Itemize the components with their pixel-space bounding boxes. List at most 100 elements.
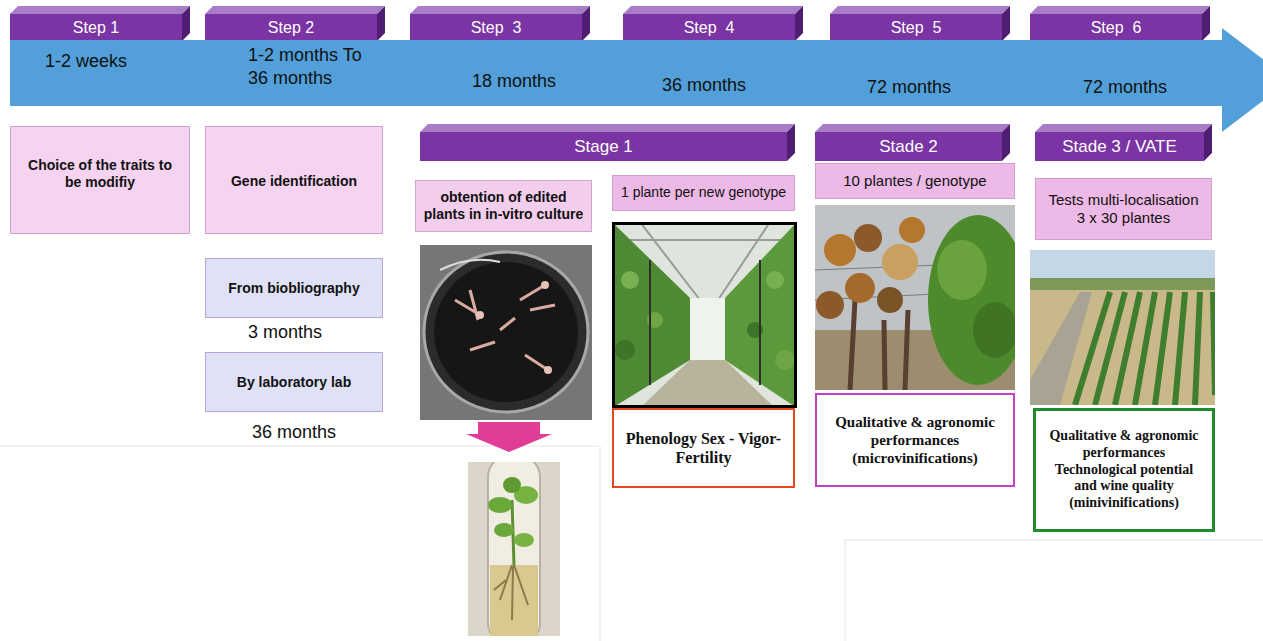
banner-text: Step 1	[73, 19, 119, 37]
sample-box: 10 plantes / genotype	[815, 163, 1015, 199]
banner-face: Stade 2	[815, 132, 1002, 161]
banner-face: Step 2	[205, 14, 377, 41]
duration-text: 72 months	[1083, 76, 1213, 99]
shape-face	[787, 124, 795, 161]
shape-face	[1202, 6, 1210, 41]
banner-text: Step 6	[1091, 19, 1142, 37]
shape-face	[815, 132, 1002, 161]
shape-face	[205, 14, 377, 41]
task-box: Choice of the traits to be modifiy	[10, 126, 190, 234]
duration-text: 18 months	[472, 70, 612, 93]
evaluation-box: Qualitative & agronomic performances (mi…	[815, 393, 1015, 487]
step-banner: Step 5	[830, 6, 1010, 41]
duration-label: 36 months	[252, 422, 336, 443]
greenhouse-photo	[690, 298, 725, 360]
greenhouse-photo	[775, 350, 795, 370]
shape-face	[1204, 124, 1212, 161]
down-arrow	[466, 422, 552, 452]
shape-face	[795, 6, 803, 41]
sample-box: Tests multi-localisation 3 x 30 plantes	[1035, 178, 1212, 240]
vineyard-photo	[899, 217, 925, 243]
vineyard-photo	[973, 302, 1015, 358]
greenhouse-photo	[614, 224, 796, 407]
method-box: By laboratory lab	[205, 352, 383, 412]
petri-dish-photo	[544, 366, 552, 374]
duration-label: 3 months	[248, 322, 322, 343]
greenhouse-photo	[621, 271, 639, 289]
shape-face	[1035, 132, 1204, 161]
box-text: 1 plante per new genotype	[620, 184, 787, 201]
petri-dish-photo	[424, 252, 588, 412]
vineyard-photo	[816, 291, 844, 319]
petri-dish-photo	[541, 281, 549, 289]
duration-text: 36 months	[662, 74, 802, 97]
shape-face	[10, 6, 190, 14]
box-text: Qualitative & agronomic performances Tec…	[1043, 428, 1205, 512]
shape-face	[410, 14, 582, 41]
shape-face	[582, 6, 590, 41]
task-box: Gene identification	[205, 126, 383, 234]
arrow-shape	[10, 28, 1263, 134]
timeline-arrow: 1-2 weeks 1-2 months To 36 months 18 month…	[10, 28, 1263, 134]
test-tube-photo	[494, 523, 514, 537]
step-banner: Step 6	[1030, 6, 1210, 41]
petri-dish-photo	[455, 285, 555, 370]
box-text: From biobliography	[213, 280, 375, 297]
test-tube-photo	[488, 497, 512, 513]
method-box: From biobliography	[205, 258, 383, 318]
field-trial-photo	[1075, 292, 1215, 405]
evaluation-box: Phenology Sex - Vigor- Fertility	[612, 408, 795, 488]
box-text: obtention of edited plants in in-vitro c…	[423, 189, 584, 223]
box-text: Tests multi-localisation 3 x 30 plantes	[1043, 191, 1204, 227]
vineyard-photo	[845, 273, 875, 303]
shape-face	[1030, 6, 1210, 14]
vineyard-photo	[928, 215, 1015, 385]
petri-dish-photo	[420, 245, 592, 420]
shape-face	[10, 28, 1263, 132]
field-trial-photo	[1030, 250, 1215, 405]
shape-face	[1002, 124, 1010, 161]
shape-face	[830, 6, 1010, 14]
shape-face	[1035, 124, 1212, 132]
banner-text: Stade 3 / VATE	[1062, 137, 1177, 157]
banner-text: Step 5	[891, 19, 942, 37]
banner-text: Stage 1	[574, 137, 633, 157]
banner-face: Stage 1	[420, 132, 787, 161]
banner-face: Step 6	[1030, 14, 1202, 41]
field-trial-photo	[1030, 250, 1215, 280]
vineyard-photo	[824, 234, 856, 266]
petri-dish-photo	[420, 245, 592, 420]
stage-banner: Stade 2	[815, 124, 1010, 161]
sample-box: 1 plante per new genotype	[612, 175, 795, 211]
vineyard-photo	[882, 244, 918, 280]
banner-text: Stade 2	[879, 137, 938, 157]
step-banner: Step 3	[410, 6, 590, 41]
shape-face	[182, 6, 190, 41]
shape-face	[10, 14, 182, 41]
field-trial-photo	[1030, 290, 1215, 405]
box-text: Gene identification	[213, 173, 375, 190]
shape-face	[1002, 6, 1010, 41]
grid-line	[845, 540, 1263, 541]
test-tube-photo	[468, 462, 560, 636]
petri-dish-photo	[440, 260, 500, 270]
shape-face	[1030, 14, 1202, 41]
shape-face	[830, 14, 1002, 41]
field-trial-photo	[1030, 278, 1215, 290]
vineyard-photo	[937, 240, 987, 300]
grid-line	[845, 540, 846, 641]
banner-text: Step 4	[684, 19, 735, 37]
test-tube-photo	[503, 477, 521, 493]
vineyard-photo	[815, 205, 1015, 390]
shape-face	[623, 14, 795, 41]
test-tube-photo	[490, 565, 538, 636]
banner-face: Stade 3 / VATE	[1035, 132, 1204, 161]
banner-face: Step 4	[623, 14, 795, 41]
duration-text: 1-2 months To 36 months	[248, 44, 373, 91]
test-tube-photo	[514, 533, 534, 547]
greenhouse-photo	[640, 360, 775, 408]
banner-face: Step 5	[830, 14, 1002, 41]
duration-text: 1-2 weeks	[45, 50, 185, 73]
shape-face	[205, 6, 385, 14]
shape-face	[420, 124, 795, 132]
